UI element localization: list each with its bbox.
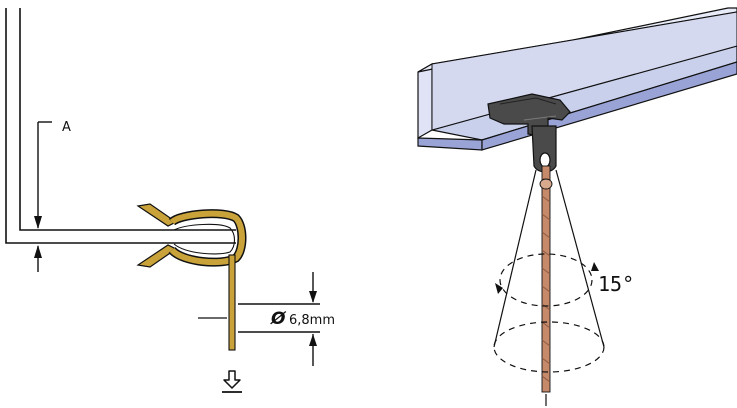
dimension-a: A (34, 120, 71, 272)
angle-rail (417, 7, 737, 151)
rod-hanger-clip (487, 93, 571, 173)
rotation-cone (493, 169, 605, 373)
dimension-a-label: A (62, 120, 71, 135)
beam-outline (5, 8, 236, 244)
diameter-symbol: Ø (270, 309, 287, 329)
threaded-rod (539, 165, 553, 406)
spring-clip (136, 203, 247, 351)
diameter-dimension: Ø 6,8mm (198, 272, 335, 366)
right-diagram: 15° (417, 7, 737, 406)
arrow-down-icon (222, 370, 242, 393)
left-diagram: A Ø 6,8mm (5, 8, 335, 393)
diameter-value: 6,8mm (289, 313, 335, 328)
rotation-arrow-icon (495, 262, 599, 294)
angle-label: 15° (598, 272, 634, 296)
